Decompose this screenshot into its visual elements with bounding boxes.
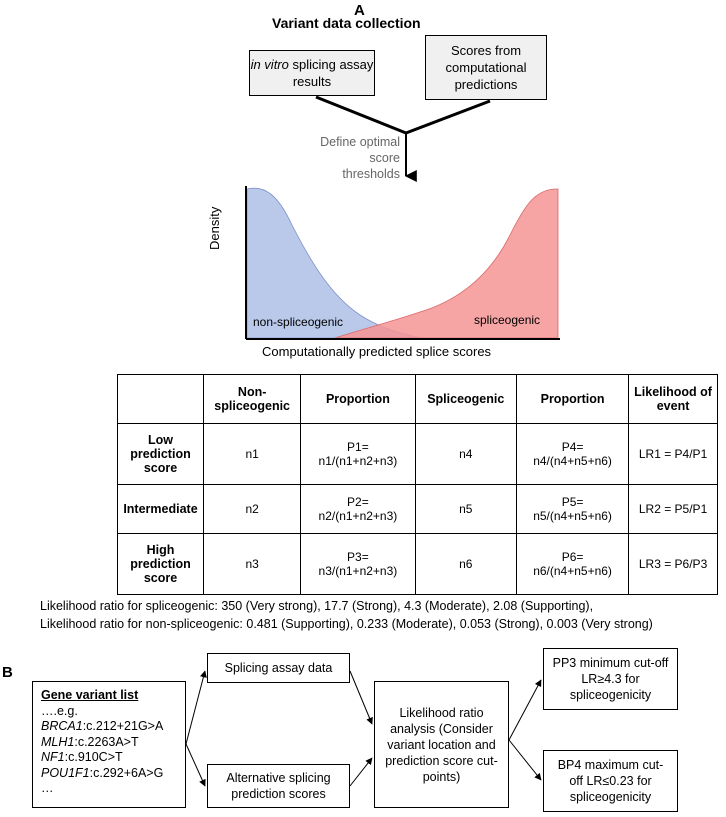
p-sp-cell: P4=n4/(n4+n5+n6) <box>516 423 630 485</box>
likelihood-table: Non-spliceogenic Proportion Spliceogenic… <box>116 374 718 595</box>
splicing-assay-text: Splicing assay data <box>224 661 333 675</box>
header-likelihood: Likelihood of event <box>628 374 718 424</box>
p-non-cell: P3=n3/(n1+n2+n3) <box>300 533 416 595</box>
spliceogenic-label: spliceogenic <box>474 313 541 327</box>
pp3-text: PP3 minimum cut-off LR≥4.3 for spliceoge… <box>552 656 669 702</box>
in-vitro-assay-box: in vitro splicing assay results <box>249 50 375 96</box>
variant-change: :c.212+21G>A <box>82 719 164 733</box>
header-proportion-sp: Proportion <box>516 374 630 424</box>
arrow-prediction-to-lr <box>349 757 373 787</box>
lr-non-spliceogenic-note: Likelihood ratio for non-spliceogenic: 0… <box>40 617 653 631</box>
list-item: MLH1:c.2263A>T <box>41 735 185 751</box>
variant-gene: MLH1 <box>41 734 75 749</box>
table-row: Low prediction score n1 P1=n1/(n1+n2+n3)… <box>116 423 718 485</box>
variant-change: :c.292+6A>G <box>89 765 164 780</box>
row-label: High prediction score <box>116 533 205 595</box>
p-non-formula: n1/(n1+n2+n3) <box>318 454 398 468</box>
p-sp-label: P5= <box>561 495 584 509</box>
header-proportion-non: Proportion <box>300 374 416 424</box>
variant-change: :c.2263A>T <box>74 734 139 749</box>
header-spliceogenic: Spliceogenic <box>414 374 518 424</box>
list-item: NF1:c.910C>T <box>41 750 185 766</box>
p-non-formula: n2/(n1+n2+n3) <box>318 509 398 523</box>
p-non-label: P3= <box>347 550 369 564</box>
panel-a-title: Variant data collection <box>272 15 421 31</box>
table-row: High prediction score n3 P3=n3/(n1+n2+n3… <box>116 533 718 595</box>
p-non-formula: n3/(n1+n2+n3) <box>318 564 398 578</box>
arrow-to-alt-prediction <box>185 743 206 787</box>
lr-analysis-text: Likelihood ratio analysis (Consider vari… <box>385 705 498 784</box>
splicing-assay-box: Splicing assay data <box>207 653 350 683</box>
variant-gene: NF1 <box>41 750 65 764</box>
lr-spliceogenic-note: Likelihood ratio for spliceogenic: 350 (… <box>40 599 594 613</box>
header-empty <box>116 374 205 424</box>
lr-cell: LR2 = P5/P1 <box>628 484 718 534</box>
header-non-spliceogenic: Non-spliceogenic <box>203 374 302 424</box>
define-thresholds-label: Define optimal score thresholds <box>312 134 400 182</box>
alt-prediction-box: Alternative splicing prediction scores <box>207 764 350 808</box>
n-sp-cell: n4 <box>414 423 518 485</box>
panel-b-letter: B <box>2 664 13 681</box>
lr-analysis-box: Likelihood ratio analysis (Consider vari… <box>374 681 509 808</box>
p-sp-label: P4= <box>561 440 584 454</box>
n-non-cell: n1 <box>203 423 302 485</box>
table-row: Intermediate n2 P2=n2/(n1+n2+n3) n5 P5=n… <box>116 484 718 534</box>
panel-a-graphics <box>245 95 560 340</box>
p-sp-formula: n5/(n4+n5+n6) <box>533 509 612 523</box>
arrow-to-splicing-assay <box>185 670 207 745</box>
bp4-text: BP4 maximum cut-off LR≤0.23 for spliceog… <box>557 758 664 804</box>
arrow-assay-to-lr <box>349 670 373 725</box>
table-header-row: Non-spliceogenic Proportion Spliceogenic… <box>116 374 718 424</box>
pp3-box: PP3 minimum cut-off LR≥4.3 for spliceoge… <box>543 648 678 710</box>
x-axis-label: Computationally predicted splice scores <box>262 344 492 359</box>
row-label: Low prediction score <box>116 423 205 485</box>
in-vitro-text: in vitro <box>250 57 289 72</box>
panel-b-arrows <box>185 670 542 787</box>
p-non-label: P2= <box>347 495 369 509</box>
p-sp-formula: n4/(n4+n5+n6) <box>533 454 612 468</box>
n-non-cell: n2 <box>203 484 302 534</box>
alt-prediction-text: Alternative splicing prediction scores <box>226 771 331 801</box>
define-line-2: score thresholds <box>342 151 400 181</box>
n-sp-cell: n5 <box>414 484 518 534</box>
p-non-cell: P2=n2/(n1+n2+n3) <box>300 484 416 534</box>
n-sp-cell: n6 <box>414 533 518 595</box>
arrow-lr-to-bp4 <box>508 739 542 781</box>
variant-change: :c.910C>T <box>64 750 123 764</box>
list-more: … <box>41 781 54 795</box>
spliceogenic-curve <box>334 188 559 339</box>
funnel-line-right <box>405 99 491 135</box>
p-non-label: P1= <box>347 440 369 454</box>
lr-cell: LR1 = P4/P1 <box>628 423 718 485</box>
funnel-line-left <box>315 95 407 135</box>
lr-cell: LR3 = P6/P3 <box>628 533 718 595</box>
p-sp-cell: P6=n6/(n4+n5+n6) <box>516 533 630 595</box>
row-label: Intermediate <box>116 484 205 534</box>
panel-a-letter: A <box>354 2 365 19</box>
bp4-box: BP4 maximum cut-off LR≤0.23 for spliceog… <box>543 750 678 812</box>
p-non-cell: P1=n1/(n1+n2+n3) <box>300 423 416 485</box>
list-item: BRCA1:c.212+21G>A <box>41 719 185 735</box>
computational-scores-text: Scores from computational predictions <box>445 43 527 92</box>
non-spliceogenic-label: non-spliceogenic <box>253 315 344 329</box>
gene-variant-list-box: Gene variant list ….e.g. BRCA1:c.212+21G… <box>32 681 186 808</box>
variant-gene: BRCA1 <box>41 719 83 733</box>
gene-variant-list-title: Gene variant list <box>41 688 139 702</box>
list-item: POU1F1:c.292+6A>G <box>41 766 185 782</box>
p-sp-label: P6= <box>561 550 584 564</box>
variant-gene: POU1F1 <box>41 765 90 780</box>
density-axis-label: Density <box>207 206 222 250</box>
p-sp-formula: n6/(n4+n5+n6) <box>533 564 612 578</box>
define-line-1: Define optimal <box>320 135 400 149</box>
assay-results-text: splicing assay results <box>288 57 374 89</box>
n-non-cell: n3 <box>203 533 302 595</box>
list-eg: ….e.g. <box>41 703 78 718</box>
p-sp-cell: P5=n5/(n4+n5+n6) <box>516 484 630 534</box>
arrow-lr-to-pp3 <box>508 679 542 741</box>
computational-scores-box: Scores from computational predictions <box>425 35 547 100</box>
